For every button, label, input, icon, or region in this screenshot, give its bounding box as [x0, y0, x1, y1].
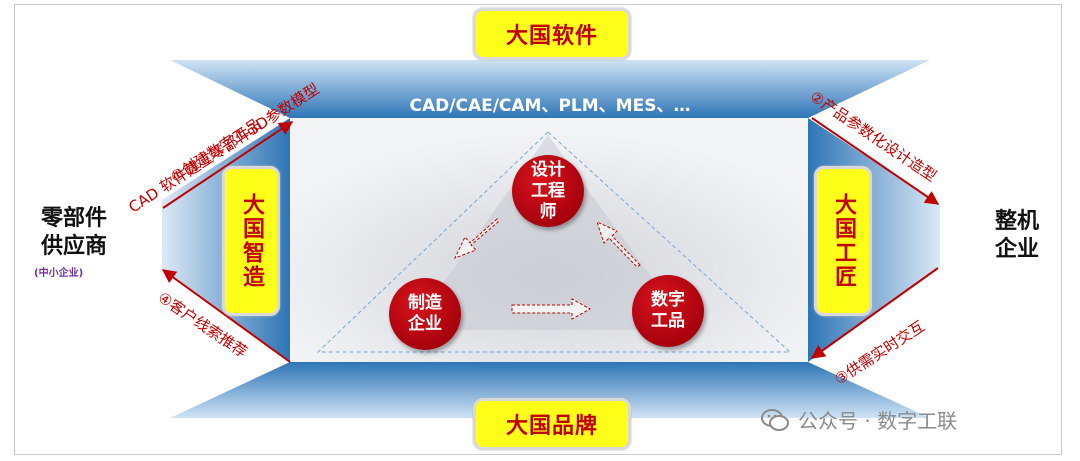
wechat-icon — [761, 408, 789, 431]
triangle-shade — [410, 135, 690, 330]
top-band — [170, 60, 930, 118]
supplier-line-1: 零部件 — [40, 206, 107, 231]
arrow-product-to-designer — [596, 221, 641, 268]
supplier-line-2: 供应商 — [40, 234, 107, 259]
edge-arrow-top-right — [811, 117, 940, 205]
edge-arrow-top-left — [162, 121, 294, 209]
oem-line-1: 整机 — [994, 209, 1039, 234]
circle-manufacturing-enterprise: 制造 企业 — [389, 278, 461, 350]
circle-digital-product: 数字 工品 — [632, 275, 704, 347]
bottom-band — [170, 362, 930, 418]
label-oem: 整机 企业 — [982, 208, 1052, 264]
arrow-manufacturer-to-product — [511, 298, 592, 320]
software-list-text: CAD/CAE/CAM、PLM、MES、… — [409, 96, 691, 116]
circle-design-engineer: 设计 工程 师 — [512, 155, 584, 227]
label-sme: (中小企业) — [34, 268, 84, 279]
box-craftsman: 大国工匠 — [814, 166, 872, 316]
triangle-outline — [316, 131, 792, 353]
arrow-designer-to-manufacturer — [454, 218, 499, 259]
edge-arrow-bottom-left — [161, 269, 291, 363]
oem-line-2: 企业 — [994, 237, 1039, 262]
watermark-text: 公众号 · 数字工联 — [798, 409, 958, 433]
box-brand: 大国品牌 — [473, 398, 631, 450]
edge-arrow-bottom-right — [810, 267, 939, 359]
label-parts-supplier: 零部件 供应商 — [24, 205, 124, 261]
diagram-frame — [14, 4, 1062, 455]
box-smart-manufacturing: 大国智造 — [222, 166, 280, 316]
watermark: 公众号 · 数字工联 — [760, 405, 957, 434]
box-software: 大国软件 — [473, 8, 631, 60]
